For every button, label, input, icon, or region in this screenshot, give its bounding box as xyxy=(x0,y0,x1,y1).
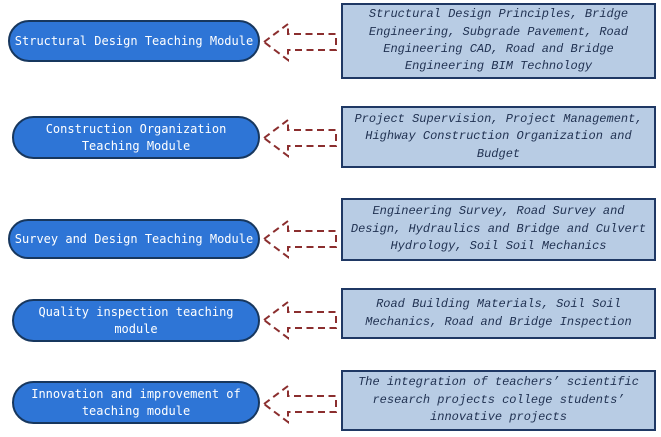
course-box-structural-design: Structural Design Principles, Bridge Eng… xyxy=(341,3,656,79)
module-label: Quality inspection teaching module xyxy=(38,305,234,336)
dashed-left-arrow-icon xyxy=(262,219,337,259)
module-label: Structural Design Teaching Module xyxy=(14,33,254,48)
module-label: Construction Organization Teaching Modul… xyxy=(45,122,227,153)
module-label: Innovation and improvement of teaching m… xyxy=(31,387,241,418)
course-list-text: The integration of teachers’ scientific … xyxy=(358,375,639,425)
dashed-left-arrow-icon xyxy=(262,384,337,424)
module-box-survey-and-design: Survey and Design Teaching Module xyxy=(8,219,260,259)
course-box-construction-organization: Project Supervision, Project Management,… xyxy=(341,106,656,168)
course-list-text: Engineering Survey, Road Survey and Desi… xyxy=(350,204,647,254)
dashed-left-arrow-icon xyxy=(262,300,337,340)
module-box-construction-organization: Construction Organization Teaching Modul… xyxy=(12,116,260,159)
course-list-text: Project Supervision, Project Management,… xyxy=(354,111,643,161)
course-box-innovation-improvement: The integration of teachers’ scientific … xyxy=(341,370,656,431)
module-label: Survey and Design Teaching Module xyxy=(14,231,254,246)
dashed-left-arrow-icon xyxy=(262,22,337,62)
course-box-quality-inspection: Road Building Materials, Soil Soil Mecha… xyxy=(341,288,656,339)
course-list-text: Structural Design Principles, Bridge Eng… xyxy=(368,7,629,74)
module-box-structural-design: Structural Design Teaching Module xyxy=(8,20,260,62)
dashed-left-arrow-icon xyxy=(262,118,337,158)
module-box-innovation-improvement: Innovation and improvement of teaching m… xyxy=(12,381,260,424)
course-box-survey-and-design: Engineering Survey, Road Survey and Desi… xyxy=(341,198,656,261)
course-list-text: Road Building Materials, Soil Soil Mecha… xyxy=(365,297,632,329)
module-box-quality-inspection: Quality inspection teaching module xyxy=(12,299,260,342)
